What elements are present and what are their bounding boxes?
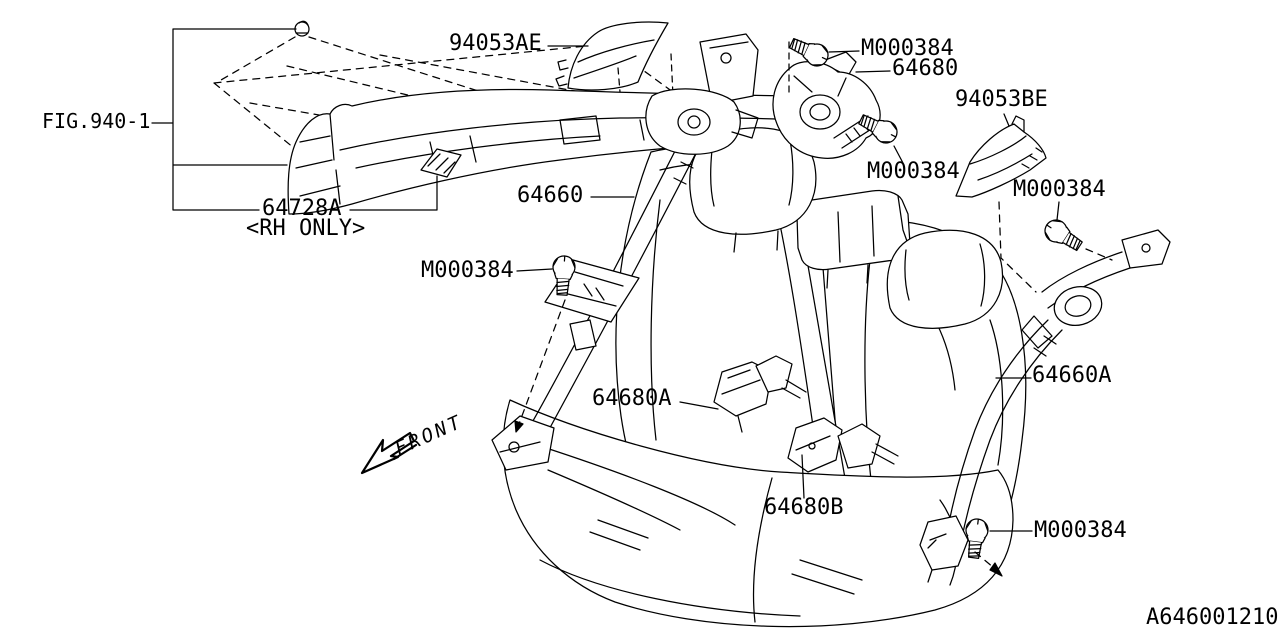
- label-m000384-right: M000384: [1013, 177, 1106, 202]
- right-belt-drawing: [919, 229, 1171, 583]
- label-94053ae: 94053AE: [449, 31, 542, 56]
- sash-cover-right-drawing: [955, 113, 1047, 293]
- label-fig-ref: FIG.940-1: [42, 109, 151, 133]
- label-m000384-bottom: M000384: [1034, 518, 1127, 543]
- label-64680: 64680: [892, 56, 959, 81]
- seat-drawing: [502, 127, 1027, 628]
- label-m000384-left: M000384: [421, 258, 514, 283]
- figure-bracket: [151, 28, 438, 211]
- label-64660: 64660: [517, 183, 584, 208]
- label-m000384-top: M000384: [861, 36, 954, 61]
- bolt-right-drawing: [1040, 215, 1087, 257]
- label-m000384-center: M000384: [867, 159, 960, 184]
- leader-94053be: [1003, 113, 1010, 127]
- label-64728a: 64728A: [262, 196, 342, 221]
- buckle-b-drawing: [787, 417, 899, 473]
- dashed-pointers: [514, 299, 1003, 577]
- label-64680b: 64680B: [764, 495, 844, 520]
- center-retractor-drawing: [772, 41, 881, 159]
- label-doc-id: A646001210: [1146, 605, 1279, 630]
- label-64660a: 64660A: [1032, 363, 1112, 388]
- leader-lines: [516, 50, 1060, 532]
- trim-clip-drawing: [294, 20, 310, 37]
- label-64680a: 64680A: [592, 386, 672, 411]
- sash-cover-left-drawing: [547, 21, 674, 97]
- label-rh-only: <RH ONLY>: [246, 216, 366, 241]
- front-arrow: [360, 431, 418, 475]
- label-94053be: 94053BE: [955, 87, 1048, 112]
- buckle-a-drawing: [713, 355, 807, 433]
